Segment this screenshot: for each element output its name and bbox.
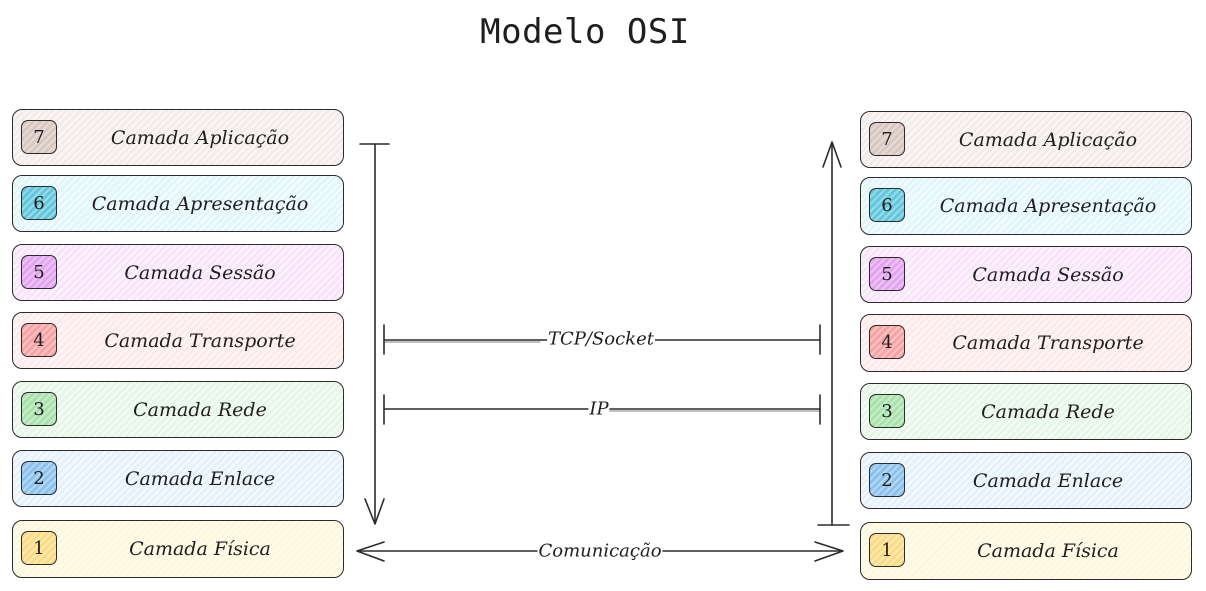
layer-label: Camada Física [129, 538, 271, 560]
layer-label: Camada Apresentação [939, 195, 1157, 217]
layer-label: Camada Rede [133, 398, 267, 421]
right-layer-3: 3 Camada Rede [860, 383, 1192, 440]
layer-number-badge: 6 [869, 188, 905, 222]
right-layer-1: 1 Camada Física [860, 522, 1192, 580]
layer-label: Camada Rede [981, 400, 1115, 423]
down-arrow-left [359, 143, 390, 525]
layer-label: Camada Transporte [104, 329, 296, 352]
ip-label: IP [588, 398, 610, 420]
layer-number-badge: 7 [869, 122, 905, 156]
layer-label: Camada Apresentação [91, 192, 309, 215]
right-layer-7: 7 Camada Aplicação [860, 111, 1192, 168]
layer-label: Camada Enlace [124, 467, 276, 490]
left-layer-7: 7 Camada Aplicação [12, 109, 344, 166]
layer-number-badge: 2 [869, 463, 905, 497]
layer-number-badge: 1 [21, 531, 57, 565]
layer-number-badge: 5 [21, 255, 57, 289]
layer-number-badge: 5 [869, 257, 905, 291]
layer-label: Camada Física [977, 540, 1119, 562]
layer-number-badge: 3 [21, 392, 57, 426]
right-layer-5: 5 Camada Sessão [860, 246, 1192, 303]
layer-number-badge: 2 [21, 461, 57, 495]
left-layer-4: 4 Camada Transporte [12, 312, 344, 369]
left-layer-2: 2 Camada Enlace [12, 450, 344, 507]
layer-number-badge: 4 [869, 325, 905, 359]
communication-label: Comunicação [537, 540, 663, 562]
layer-number-badge: 6 [21, 186, 57, 220]
left-layer-5: 5 Camada Sessão [12, 244, 344, 301]
right-layer-2: 2 Camada Enlace [860, 452, 1192, 509]
left-layer-1: 1 Camada Física [12, 520, 344, 578]
layer-label: Camada Sessão [972, 263, 1124, 286]
layer-label: Camada Sessão [124, 261, 276, 284]
left-layer-3: 3 Camada Rede [12, 381, 344, 438]
left-layer-6: 6 Camada Apresentação [12, 175, 344, 232]
layer-label: Camada Aplicação [958, 128, 1138, 151]
layer-label: Camada Transporte [952, 332, 1144, 354]
tcp-socket-label: TCP/Socket [547, 328, 655, 350]
layer-number-badge: 4 [21, 323, 57, 357]
layer-number-badge: 1 [869, 533, 905, 567]
page-title: Modelo OSI [480, 12, 690, 52]
layer-number-badge: 3 [869, 394, 905, 428]
layer-label: Camada Aplicação [110, 126, 290, 149]
right-layer-6: 6 Camada Apresentação [860, 177, 1192, 235]
layer-number-badge: 7 [21, 120, 57, 154]
right-layer-4: 4 Camada Transporte [860, 314, 1192, 372]
up-arrow-right [817, 141, 850, 526]
layer-label: Camada Enlace [972, 469, 1124, 492]
